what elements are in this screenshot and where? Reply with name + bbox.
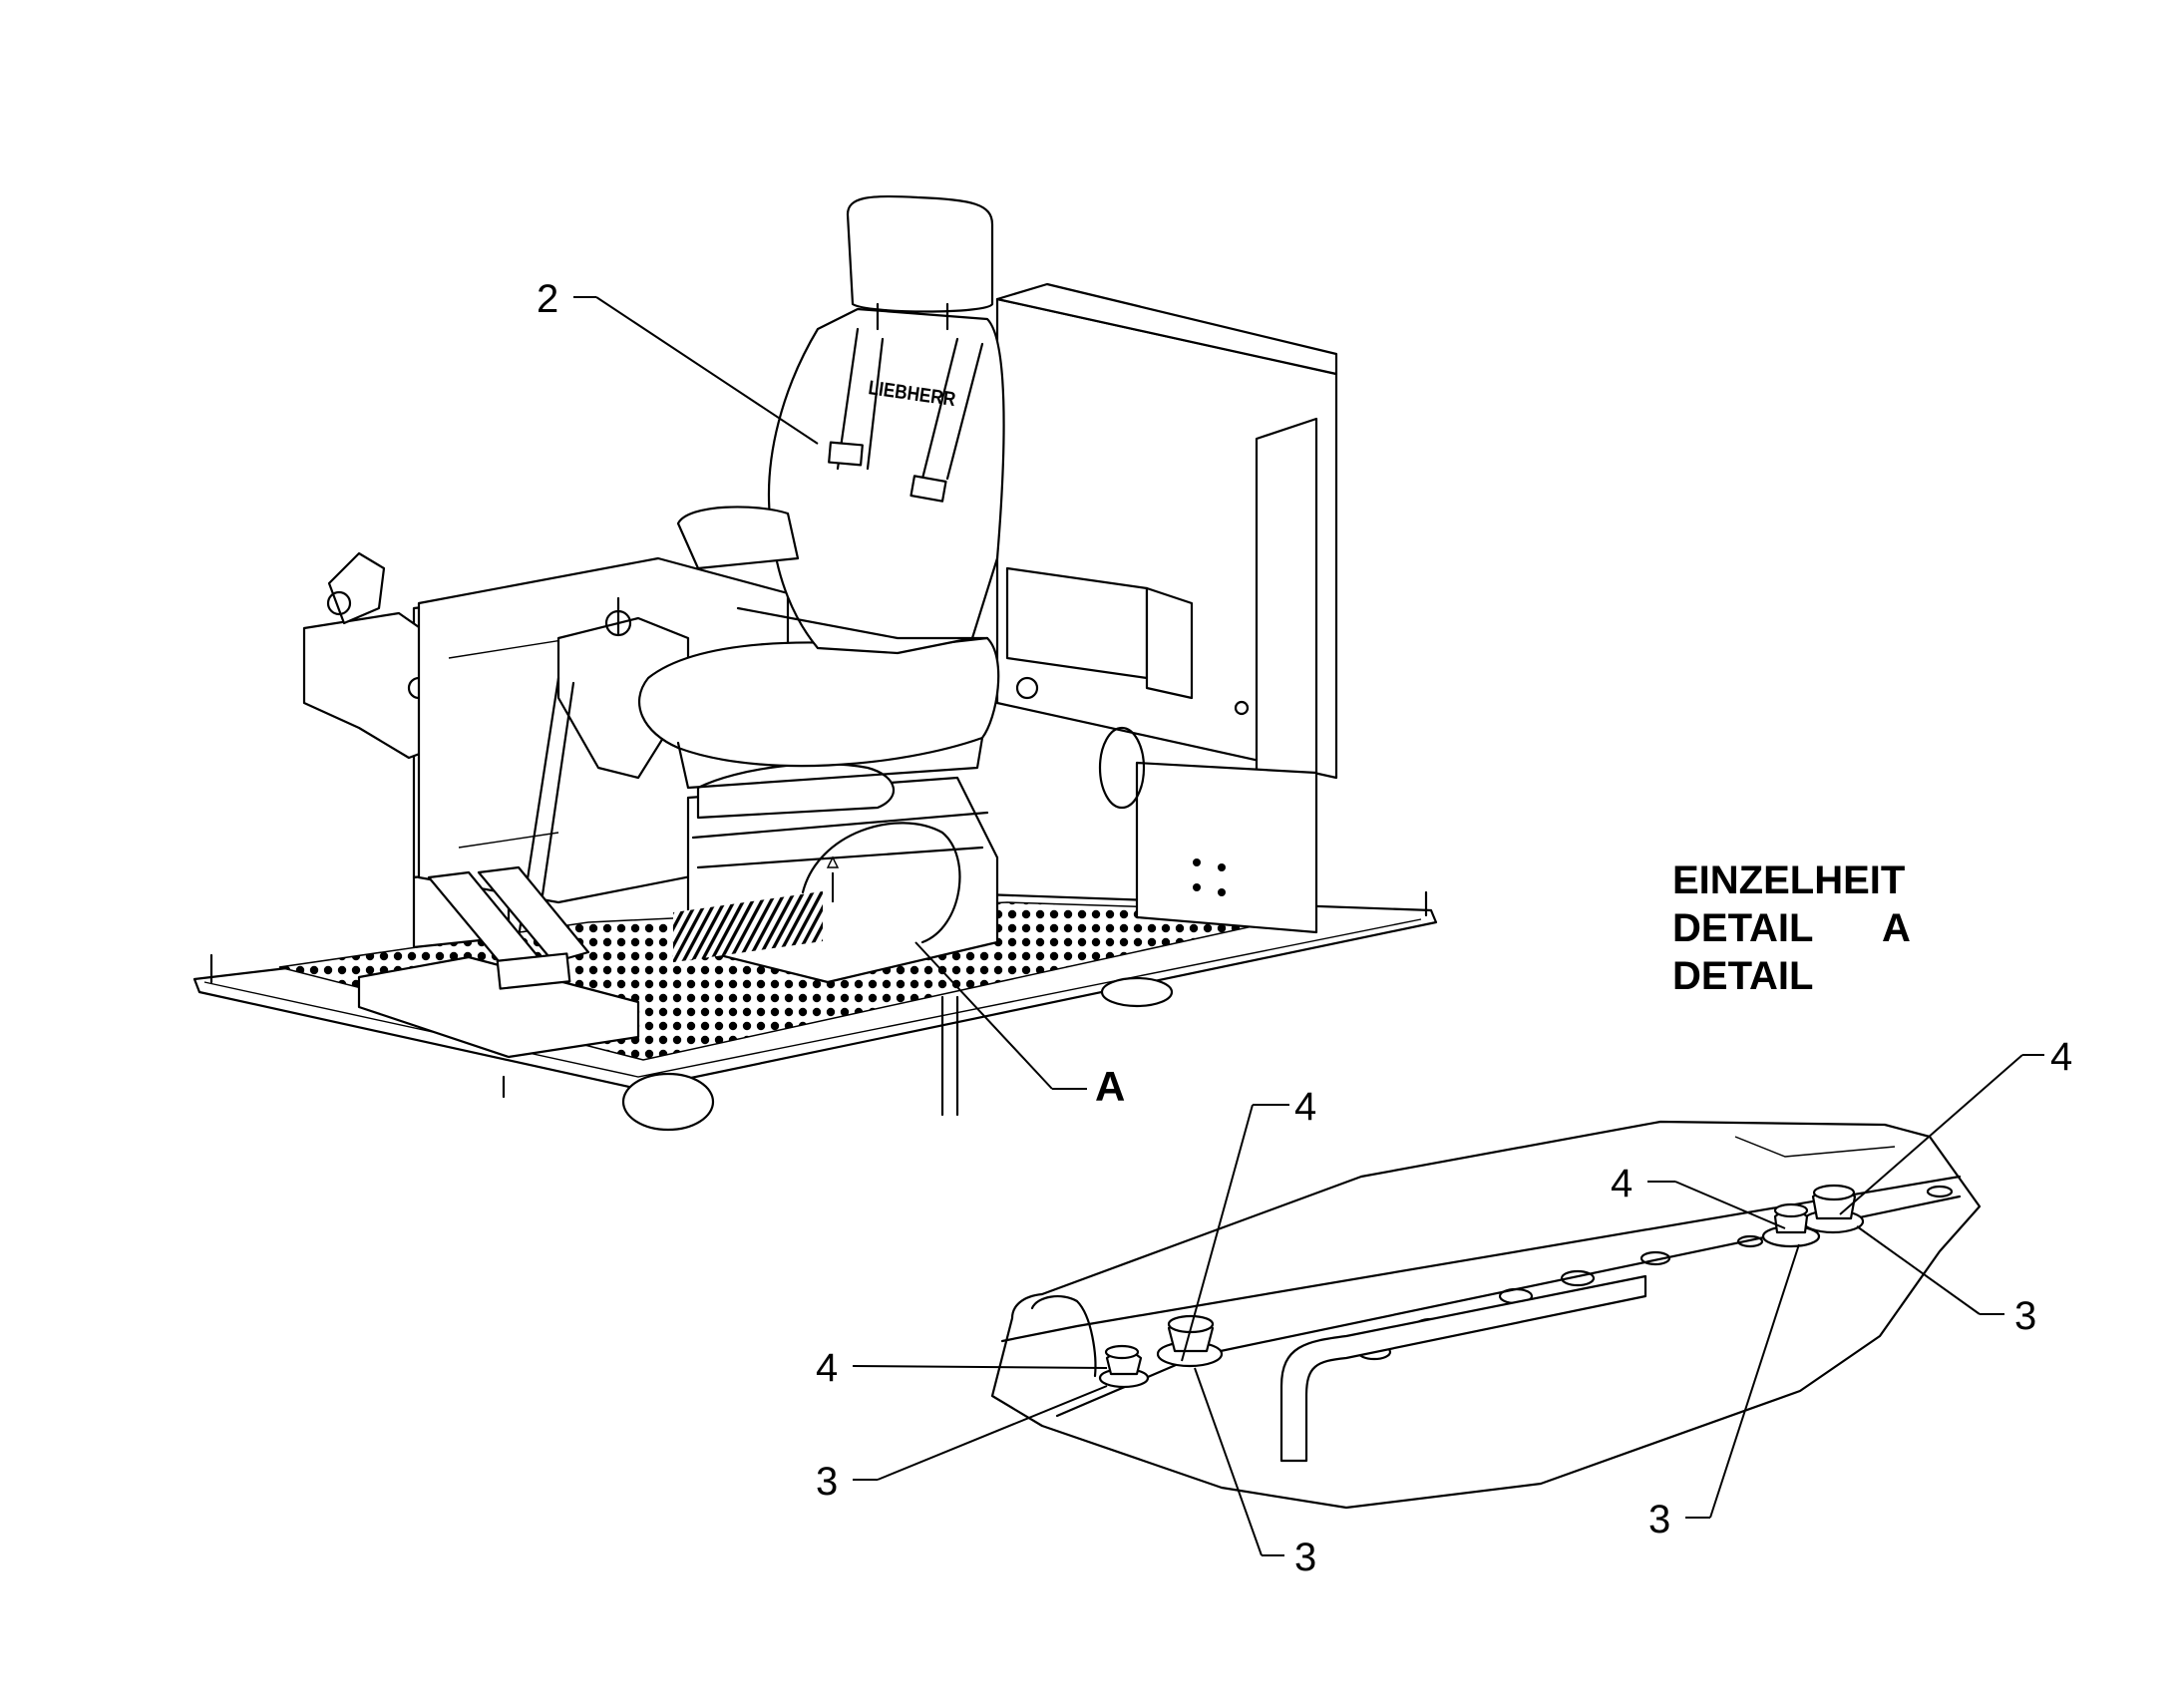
- callout-3-right-bottom: 3: [1648, 1498, 1670, 1541]
- detail-handle: [1279, 1274, 1647, 1463]
- callout-4-left-side: 4: [816, 1346, 838, 1390]
- detail-bolt-left-front: [1156, 1314, 1224, 1368]
- callout-4-left-top: 4: [1294, 1085, 1316, 1129]
- callout-4-right-side: 4: [1611, 1162, 1633, 1205]
- detail-bolt-right-rear: [1761, 1202, 1821, 1248]
- callout-2-label: 2: [537, 277, 558, 321]
- callout-3-left-side: 3: [816, 1460, 838, 1504]
- seat-headrest: [846, 194, 994, 313]
- detail-heading-line2-word: DETAIL: [1672, 906, 1813, 950]
- detail-a-circle: [801, 822, 961, 944]
- seat-backrest: [767, 307, 1005, 655]
- callout-a-label: A: [1095, 1063, 1125, 1110]
- detail-bolt-left-rear: [1098, 1344, 1150, 1389]
- foot-pedals: [357, 955, 640, 1059]
- seat-cushion: [638, 636, 1000, 768]
- detail-heading: EINZELHEIT DETAIL A DETAIL: [1672, 858, 1911, 998]
- callout-3-right-side: 3: [2014, 1294, 2036, 1338]
- cab-assembly-drawing: LIEBHERR 2 A: [192, 194, 1438, 1132]
- callout-3-left-bottom: 3: [1294, 1536, 1316, 1579]
- detail-heading-line1: EINZELHEIT: [1672, 858, 1905, 902]
- detail-a-drawing: 4 4 3 3 4 4 3 3: [816, 1035, 2072, 1579]
- callout-4-right-top: 4: [2050, 1035, 2072, 1079]
- detail-heading-line3: DETAIL: [1672, 954, 1813, 998]
- detail-heading-line2-letter: A: [1882, 906, 1911, 950]
